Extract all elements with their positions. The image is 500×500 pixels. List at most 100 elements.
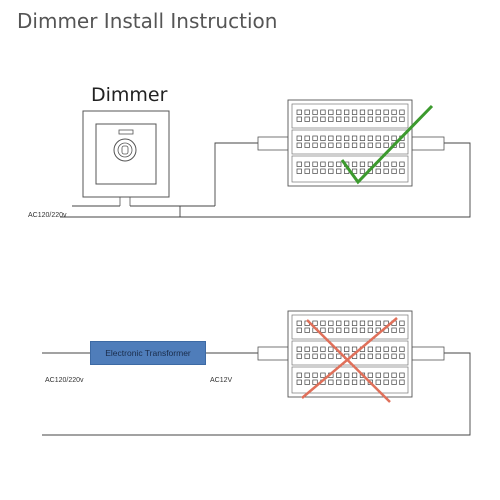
led-chip <box>351 168 358 174</box>
led-chip <box>383 109 389 115</box>
led-chip <box>375 168 381 174</box>
led-chip <box>296 353 302 359</box>
led-chip <box>336 109 342 115</box>
led-chip <box>359 327 366 333</box>
led-chip <box>312 320 318 326</box>
led-chip <box>320 142 326 148</box>
led-chip <box>312 353 318 359</box>
led-chip <box>312 109 318 115</box>
led-chip <box>320 320 326 326</box>
led-chip <box>328 116 334 122</box>
led-chip <box>367 109 373 115</box>
led-chip <box>296 327 302 333</box>
led-chip <box>320 109 326 115</box>
led-chip <box>383 135 389 141</box>
led-chip <box>336 353 342 359</box>
led-chip <box>304 161 310 167</box>
led-chip <box>320 353 326 359</box>
led-chip <box>328 135 334 141</box>
led-chip <box>312 135 318 141</box>
led-chip <box>399 142 405 148</box>
led-chip <box>344 109 350 115</box>
led-chip <box>391 161 397 167</box>
led-chip <box>383 346 389 352</box>
led-chip <box>351 116 358 122</box>
led-chip <box>399 346 405 352</box>
led-chip <box>359 135 366 141</box>
led-chip <box>391 109 397 115</box>
input-voltage-label: AC120/220v <box>28 212 67 219</box>
led-chip <box>312 379 318 385</box>
electronic-transformer: Electronic Transformer <box>90 341 206 365</box>
led-chip <box>296 379 302 385</box>
led-chip <box>391 346 397 352</box>
led-chip <box>375 346 381 352</box>
led-chip <box>375 116 381 122</box>
led-chip <box>399 109 405 115</box>
led-chip <box>351 161 358 167</box>
led-chip <box>375 135 381 141</box>
led-chip <box>351 320 358 326</box>
led-chip <box>304 109 310 115</box>
led-chip <box>336 372 342 378</box>
cross-icon <box>301 317 398 403</box>
led-chip <box>391 379 397 385</box>
led-chip <box>304 327 310 333</box>
led-chip <box>375 320 381 326</box>
led-chip <box>312 142 318 148</box>
led-chip <box>351 109 358 115</box>
led-chip <box>359 161 366 167</box>
led-chip <box>312 168 318 174</box>
led-chip <box>351 346 358 352</box>
led-chip <box>391 327 397 333</box>
led-chip <box>359 320 366 326</box>
led-chip <box>359 116 366 122</box>
dimmer-switch <box>82 110 170 206</box>
led-chip <box>320 372 326 378</box>
led-chip <box>344 135 350 141</box>
led-chip <box>344 320 350 326</box>
led-chip <box>359 168 366 174</box>
led-chip <box>399 161 405 167</box>
led-chip <box>296 109 302 115</box>
led-chip <box>296 135 302 141</box>
led-bulb-2 <box>257 310 445 398</box>
led-chip <box>312 372 318 378</box>
led-chip <box>351 135 358 141</box>
led-chip <box>367 161 373 167</box>
led-chip <box>383 116 389 122</box>
led-chip <box>328 161 334 167</box>
led-chip <box>336 142 342 148</box>
led-chip <box>367 327 373 333</box>
led-chip <box>336 168 342 174</box>
led-chip <box>304 116 310 122</box>
led-chip <box>391 116 397 122</box>
led-chip <box>328 379 334 385</box>
input-voltage-label: AC120/220v <box>45 377 84 384</box>
led-chip <box>328 320 334 326</box>
led-chip <box>296 320 302 326</box>
led-chip <box>312 346 318 352</box>
led-chip <box>336 161 342 167</box>
led-chip <box>359 109 366 115</box>
led-chip <box>344 372 350 378</box>
led-chip <box>336 116 342 122</box>
led-chip <box>344 327 350 333</box>
led-chip <box>391 353 397 359</box>
led-chip <box>375 142 381 148</box>
led-chip <box>399 320 405 326</box>
led-chip <box>383 379 389 385</box>
dimmer-label: Dimmer <box>91 84 168 106</box>
led-chip <box>312 116 318 122</box>
led-chip <box>336 135 342 141</box>
led-chip <box>351 142 358 148</box>
led-chip <box>328 168 334 174</box>
led-chip <box>391 372 397 378</box>
led-chip <box>375 372 381 378</box>
led-chip <box>304 379 310 385</box>
led-chip <box>304 346 310 352</box>
led-chip <box>320 346 326 352</box>
led-chip <box>399 372 405 378</box>
page-title: Dimmer Install Instruction <box>17 9 278 33</box>
led-chip <box>383 142 389 148</box>
